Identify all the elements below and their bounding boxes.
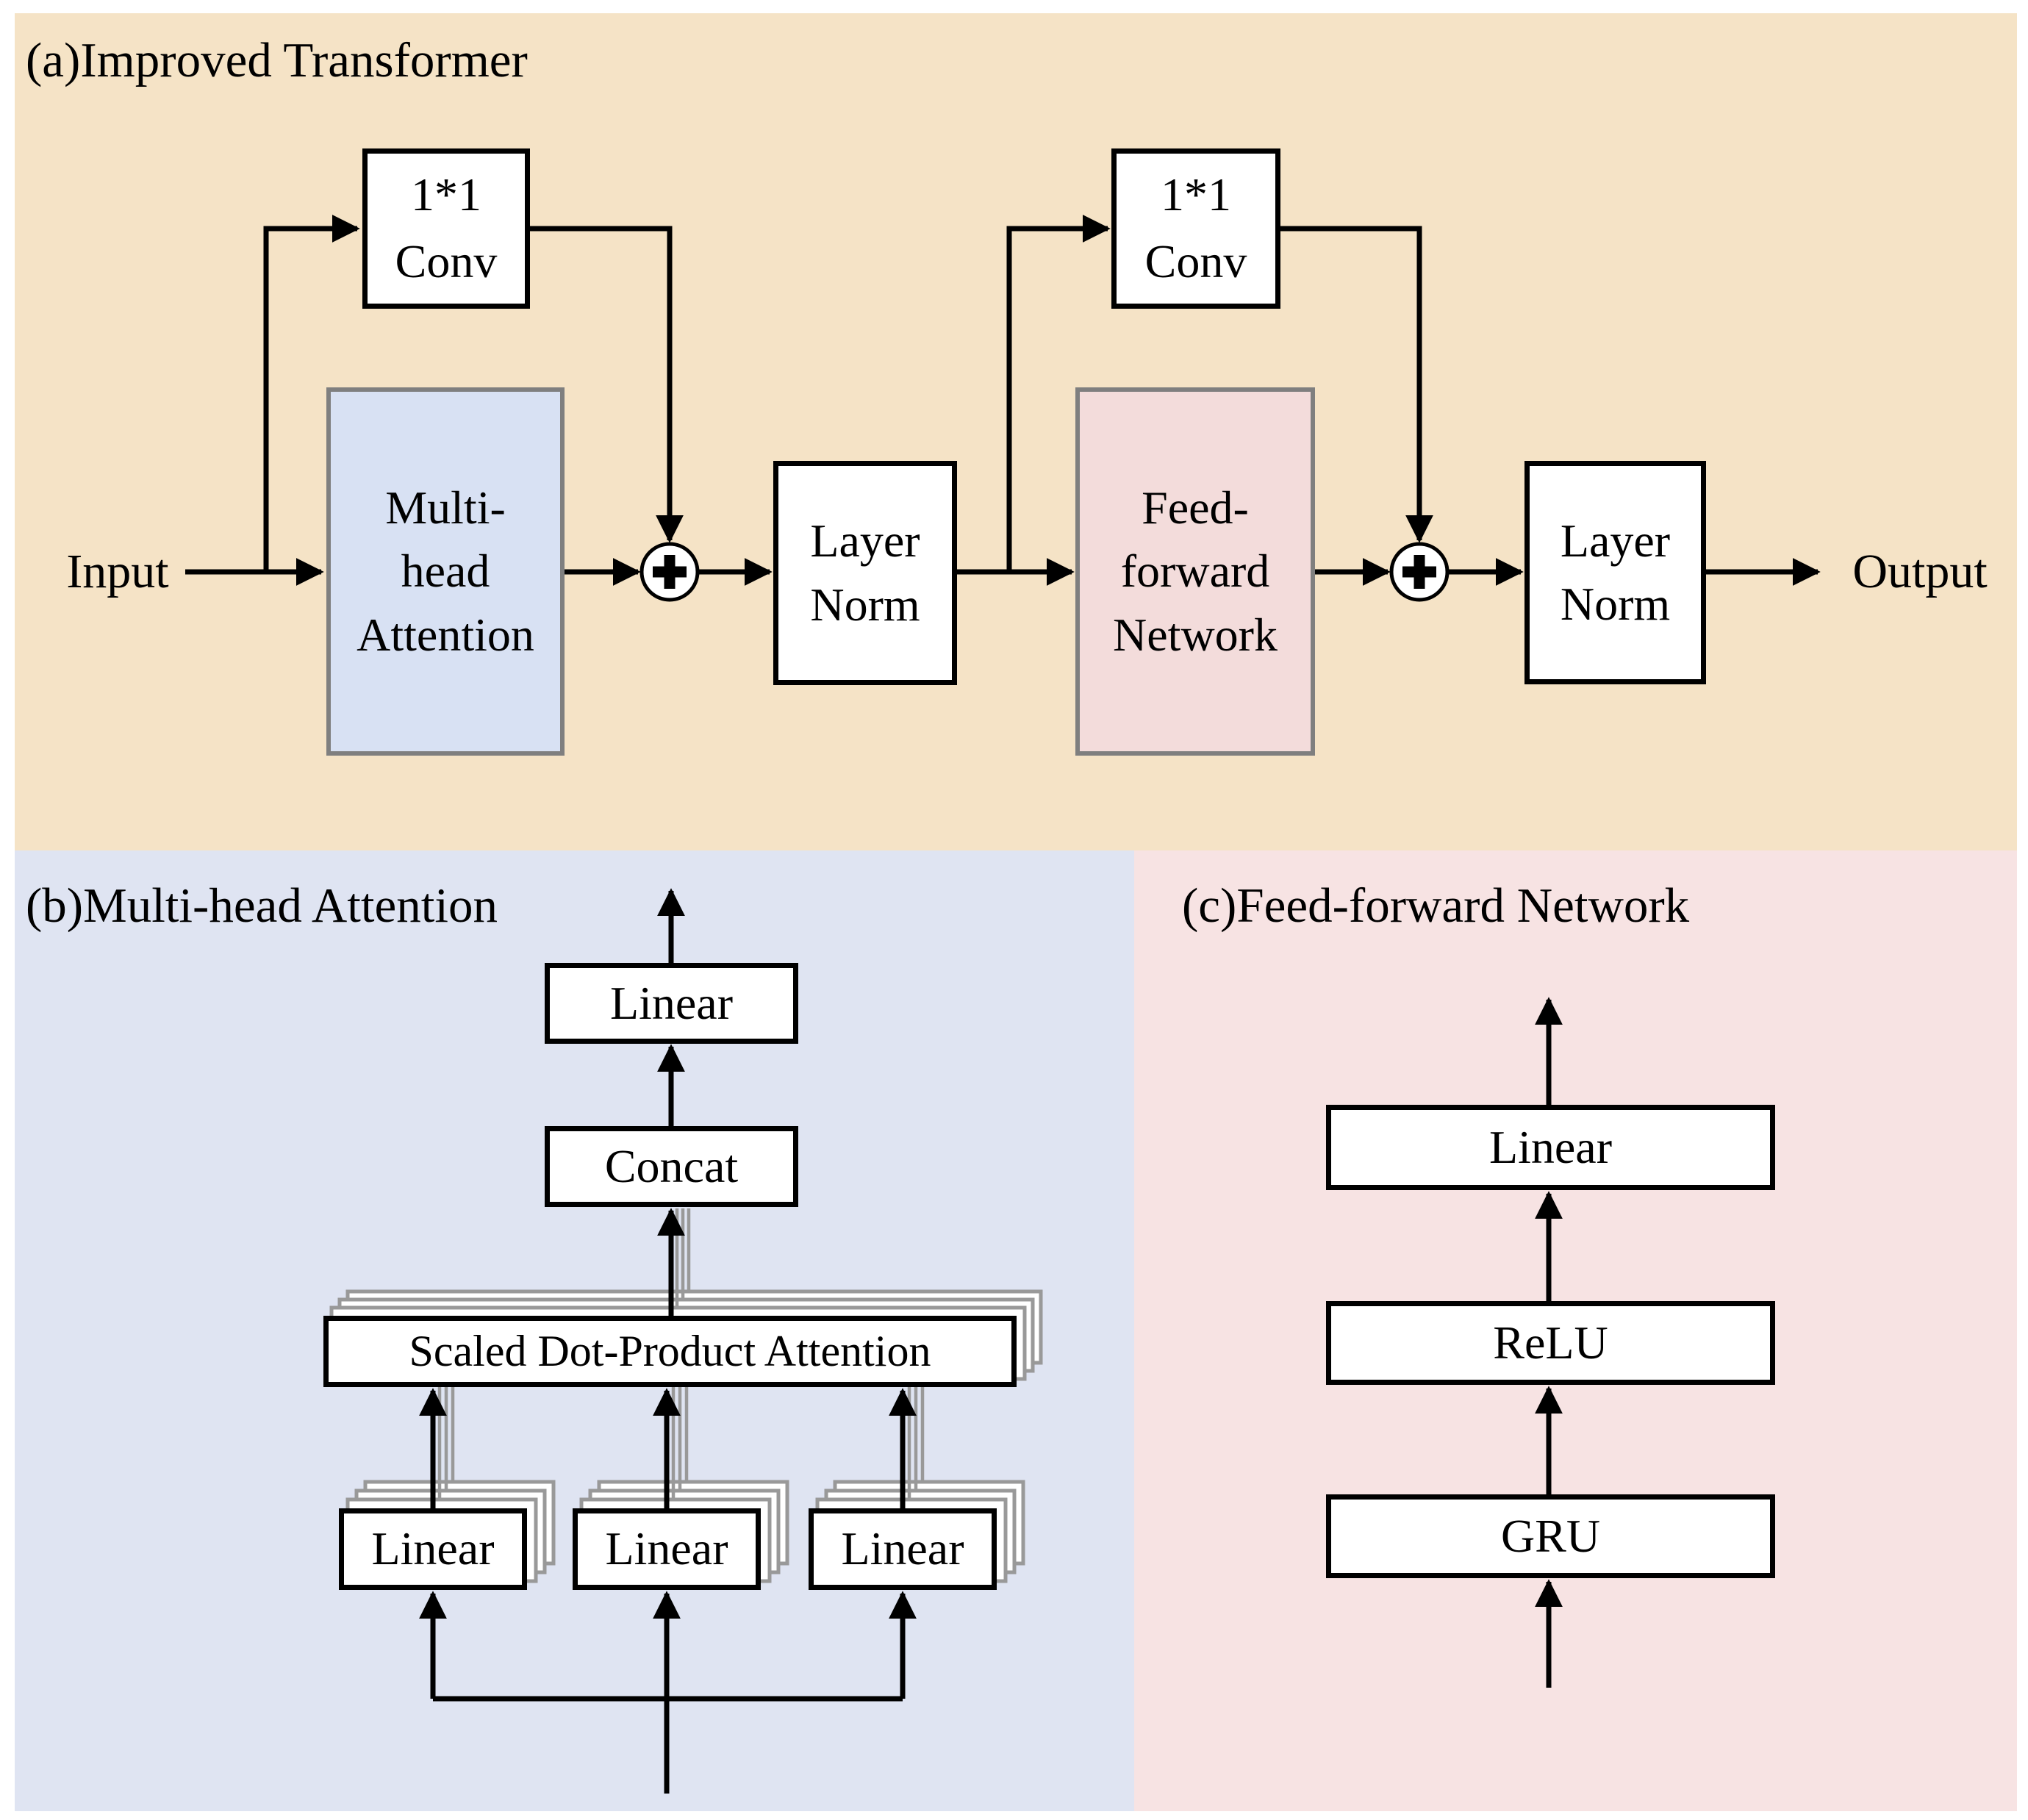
node-multi-head-attention: Multi- head Attention — [326, 387, 565, 756]
node-label: Concat — [604, 1139, 739, 1192]
node-label: Scaled Dot-Product Attention — [409, 1327, 931, 1375]
node-label: GRU — [1500, 1509, 1601, 1562]
node-label: Layer Norm — [1560, 514, 1671, 630]
node-1x1-conv-2: 1*1 Conv — [1111, 148, 1280, 309]
node-layer-norm-1: Layer Norm — [773, 461, 957, 685]
node-label: Linear — [371, 1522, 495, 1575]
arrow-conv1-to-add1 — [530, 226, 684, 543]
skip-branch-to-conv1 — [263, 215, 360, 574]
node-linear-v: Linear — [809, 1508, 997, 1590]
node-label: Linear — [610, 976, 733, 1029]
arrow-conv2-to-add2 — [1280, 226, 1433, 543]
input-label: Input — [66, 545, 169, 598]
node-gru: GRU — [1326, 1494, 1775, 1578]
node-label: Linear — [605, 1522, 728, 1575]
add-icon-2 — [1389, 542, 1450, 602]
node-feed-forward-network: Feed- forward Network — [1075, 387, 1315, 756]
node-concat: Concat — [545, 1126, 798, 1207]
panel-b-title: (b)Multi-head Attention — [26, 878, 498, 933]
node-1x1-conv-1: 1*1 Conv — [362, 148, 530, 309]
node-linear-k: Linear — [573, 1508, 761, 1590]
panel-a-title: (a)Improved Transformer — [26, 33, 528, 87]
node-relu: ReLU — [1326, 1301, 1775, 1385]
node-scaled-dot-product-attention: Scaled Dot-Product Attention — [323, 1316, 1017, 1387]
node-linear-q: Linear — [339, 1508, 527, 1590]
panel-a-connectors — [185, 215, 1821, 602]
node-layer-norm-2: Layer Norm — [1524, 461, 1706, 684]
node-label: Linear — [841, 1522, 964, 1575]
panel-c-title: (c)Feed-forward Network — [1182, 878, 1690, 933]
node-label: Multi- head Attention — [356, 481, 534, 661]
node-label: ReLU — [1493, 1316, 1608, 1369]
node-label: 1*1 Conv — [1144, 168, 1247, 287]
node-label: Linear — [1489, 1120, 1612, 1173]
node-label: Layer Norm — [810, 515, 920, 631]
node-ffn-linear: Linear — [1326, 1105, 1775, 1190]
add-icon-1 — [639, 542, 700, 602]
node-label: 1*1 Conv — [395, 168, 498, 287]
skip-branch-to-conv2 — [1006, 215, 1111, 574]
output-label: Output — [1852, 545, 1988, 598]
node-label: Feed- forward Network — [1113, 481, 1278, 661]
node-linear-out: Linear — [545, 963, 798, 1044]
